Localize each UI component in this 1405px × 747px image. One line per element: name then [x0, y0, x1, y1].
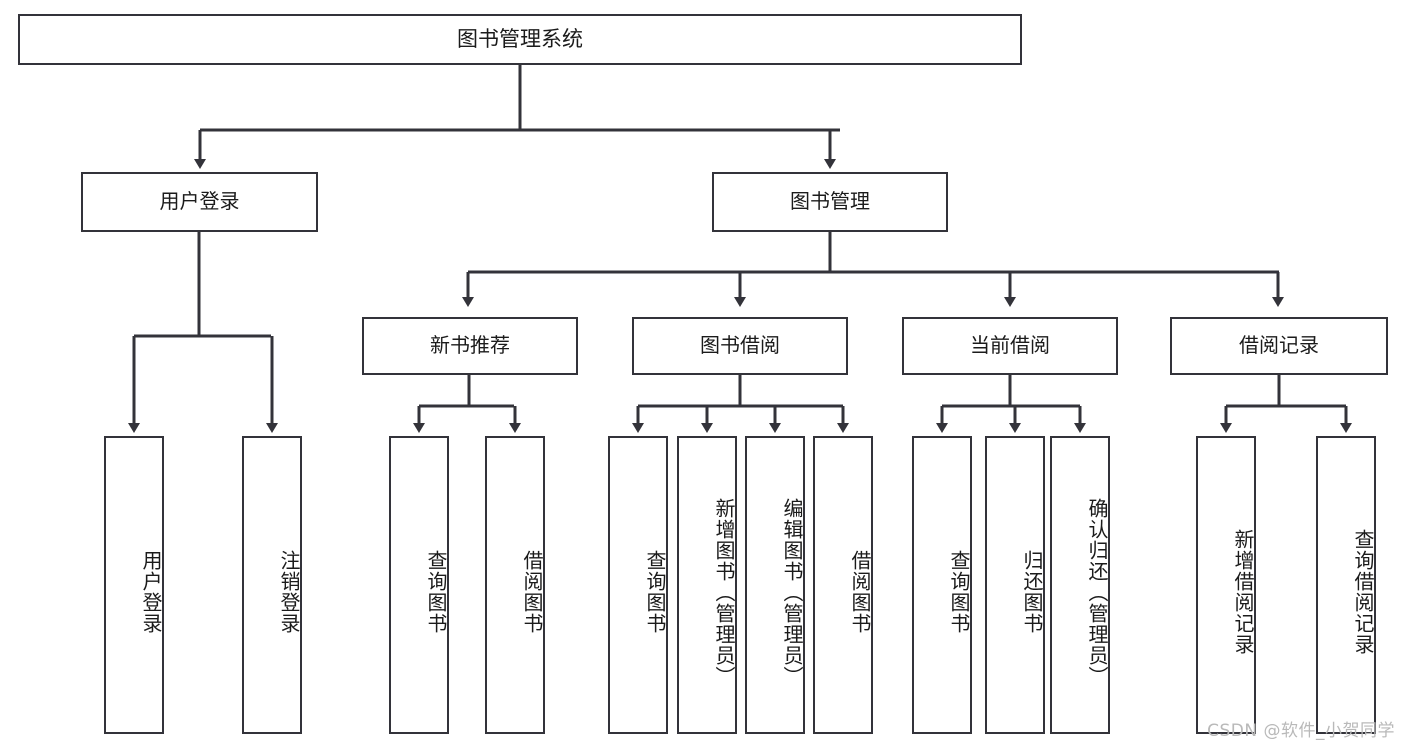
node-leaf-return-book-label: 归还图书 — [1020, 550, 1044, 634]
node-current-borrow-label: 当前借阅 — [970, 333, 1050, 358]
node-leaf-query-book-1-label: 查询图书 — [424, 550, 448, 634]
node-leaf-query-book-1[interactable]: 查询图书 — [389, 436, 449, 734]
node-leaf-borrow-book-2[interactable]: 借阅图书 — [813, 436, 873, 734]
node-leaf-query-record[interactable]: 查询借阅记录 — [1316, 436, 1376, 734]
node-leaf-add-book-label: 新增图书（管理员） — [712, 497, 736, 687]
node-user-login-label: 用户登录 — [159, 189, 240, 214]
node-leaf-add-book[interactable]: 新增图书（管理员） — [677, 436, 737, 734]
watermark-text: CSDN @软件_小贺同学 — [1207, 721, 1395, 741]
node-leaf-query-book-2-label: 查询图书 — [643, 550, 667, 634]
node-leaf-query-book-2[interactable]: 查询图书 — [608, 436, 668, 734]
node-leaf-user-login-label: 用户登录 — [139, 550, 163, 634]
node-leaf-edit-book[interactable]: 编辑图书（管理员） — [745, 436, 805, 734]
node-current-borrow[interactable]: 当前借阅 — [902, 317, 1118, 375]
node-user-login[interactable]: 用户登录 — [81, 172, 318, 232]
node-root-label: 图书管理系统 — [457, 27, 583, 52]
node-leaf-borrow-book-1[interactable]: 借阅图书 — [485, 436, 545, 734]
node-book-manage[interactable]: 图书管理 — [712, 172, 948, 232]
node-leaf-confirm-return[interactable]: 确认归还（管理员） — [1050, 436, 1110, 734]
node-borrow-record-label: 借阅记录 — [1239, 333, 1319, 358]
node-leaf-return-book[interactable]: 归还图书 — [985, 436, 1045, 734]
node-leaf-user-login[interactable]: 用户登录 — [104, 436, 164, 734]
node-leaf-query-book-3-label: 查询图书 — [947, 550, 971, 634]
node-leaf-query-record-label: 查询借阅记录 — [1351, 529, 1375, 655]
node-leaf-add-record-label: 新增借阅记录 — [1231, 529, 1255, 655]
node-leaf-confirm-return-label: 确认归还（管理员） — [1085, 497, 1109, 687]
node-leaf-logout-login-label: 注销登录 — [277, 550, 301, 634]
node-root[interactable]: 图书管理系统 — [18, 14, 1022, 65]
node-new-book-recommend[interactable]: 新书推荐 — [362, 317, 578, 375]
node-new-book-recommend-label: 新书推荐 — [430, 333, 510, 358]
node-leaf-borrow-book-2-label: 借阅图书 — [848, 550, 872, 634]
node-leaf-borrow-book-1-label: 借阅图书 — [520, 550, 544, 634]
node-book-manage-label: 图书管理 — [790, 189, 870, 214]
node-leaf-add-record[interactable]: 新增借阅记录 — [1196, 436, 1256, 734]
node-book-borrow[interactable]: 图书借阅 — [632, 317, 848, 375]
node-leaf-edit-book-label: 编辑图书（管理员） — [780, 497, 804, 687]
node-leaf-logout-login[interactable]: 注销登录 — [242, 436, 302, 734]
node-book-borrow-label: 图书借阅 — [700, 333, 780, 358]
node-leaf-query-book-3[interactable]: 查询图书 — [912, 436, 972, 734]
node-borrow-record[interactable]: 借阅记录 — [1170, 317, 1388, 375]
